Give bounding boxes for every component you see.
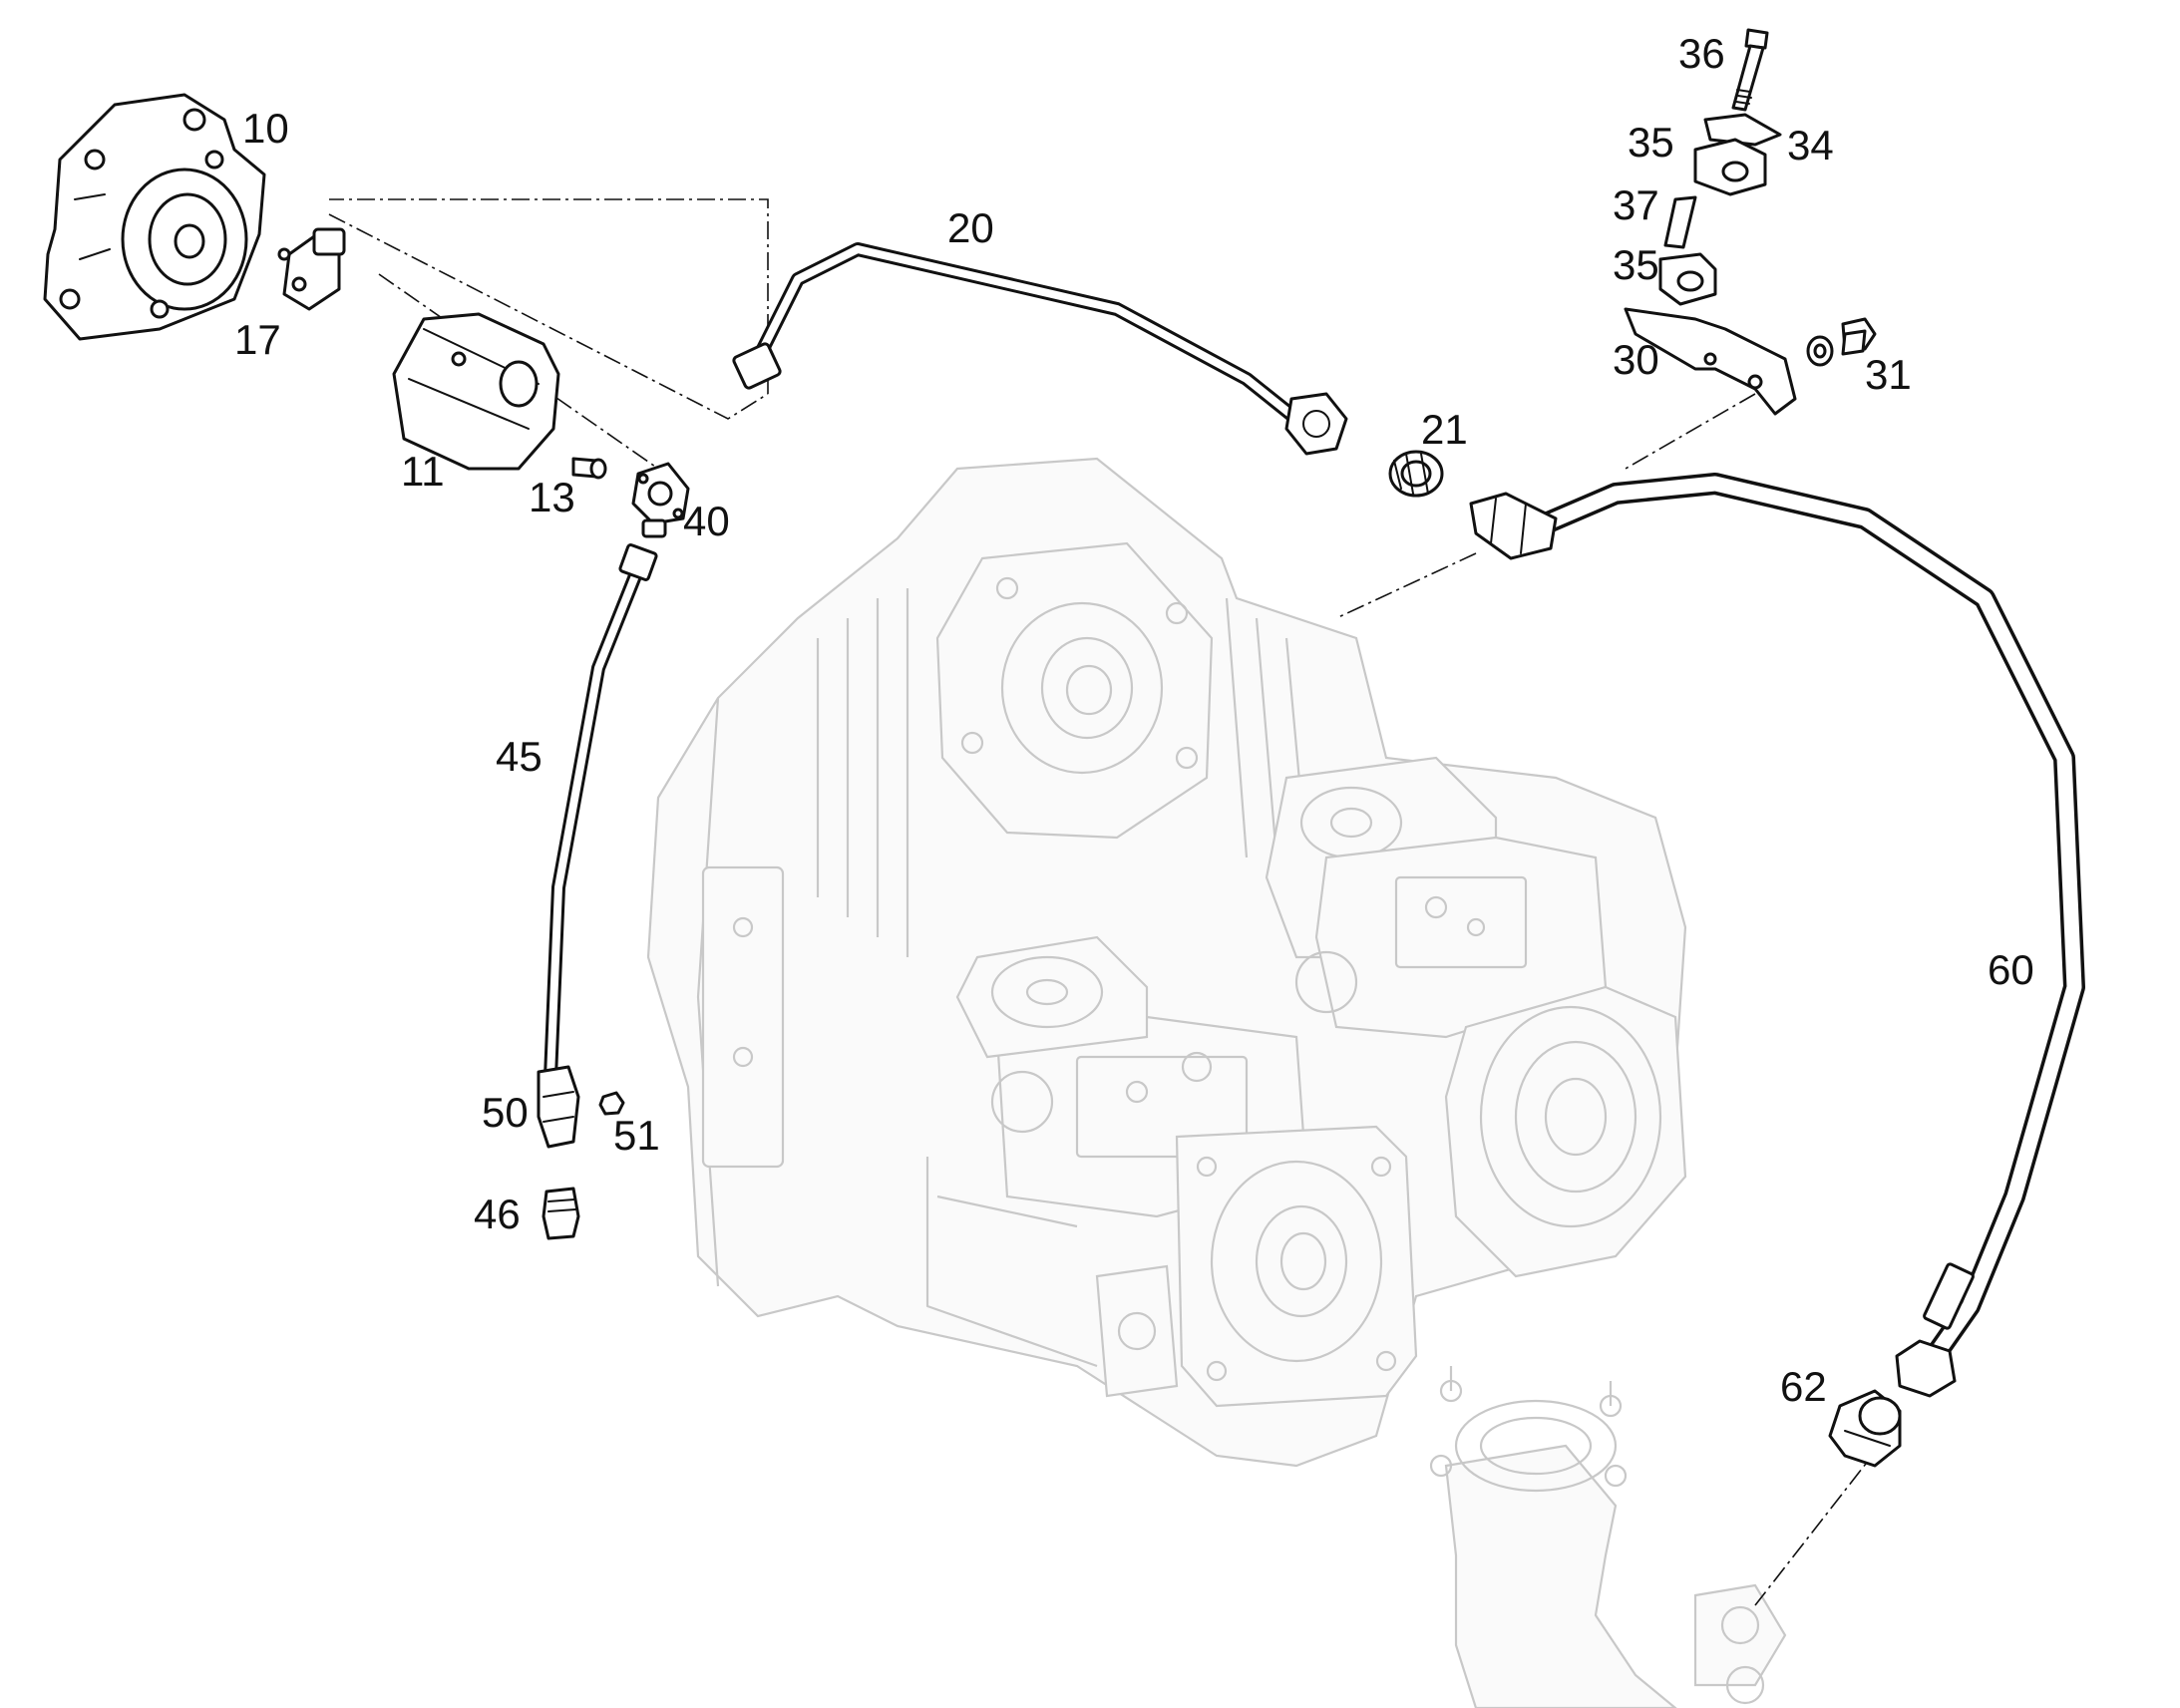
label-46: 46	[474, 1191, 521, 1237]
label-34: 34	[1787, 122, 1834, 169]
part-45-rigid-pipe	[544, 543, 658, 1084]
label-20: 20	[947, 204, 994, 251]
label-30: 30	[1613, 336, 1659, 383]
transmission-housing-ghost	[646, 457, 1787, 1708]
label-62: 62	[1780, 1363, 1827, 1410]
label-51: 51	[613, 1112, 660, 1159]
part-21-coupling	[1388, 450, 1444, 498]
part-17-valve-fitting	[277, 227, 346, 311]
label-45: 45	[496, 733, 543, 780]
part-40-flange-adapter	[631, 462, 690, 538]
part-60-hose	[1469, 473, 2085, 1398]
part-36-bolt	[1731, 28, 1769, 112]
label-40: 40	[683, 498, 730, 544]
part-11-gear-pump	[392, 312, 560, 471]
part-30-bracket	[1624, 307, 1797, 416]
label-50: 50	[482, 1089, 529, 1136]
label-36: 36	[1678, 30, 1725, 77]
part-37-spacer	[1663, 195, 1697, 249]
label-10: 10	[242, 105, 289, 152]
label-35-upper: 35	[1628, 119, 1674, 166]
part-51-nut	[598, 1091, 625, 1116]
part-20-rigid-tube	[732, 242, 1348, 456]
label-13: 13	[529, 474, 575, 520]
part-35-clamp-upper	[1693, 138, 1767, 196]
label-37: 37	[1613, 181, 1659, 228]
label-31: 31	[1865, 351, 1912, 398]
part-13-screw	[571, 457, 607, 480]
part-35-clamp-lower	[1658, 252, 1717, 306]
label-17: 17	[234, 316, 281, 363]
part-number-labels: 10 17 11 13 40 45 50 51 46 20 21 36 34 3…	[234, 30, 2034, 1410]
part-31-bolt-washer	[1806, 317, 1877, 367]
part-34-washer	[1703, 113, 1782, 147]
part-50-elbow-fitting	[537, 1065, 580, 1149]
label-60: 60	[1988, 946, 2034, 993]
label-11: 11	[401, 448, 445, 495]
label-35-lower: 35	[1613, 241, 1659, 288]
label-21: 21	[1421, 406, 1468, 453]
part-10-pump-cover	[43, 93, 266, 341]
part-62-elbow-adapter	[1828, 1389, 1902, 1468]
part-46-union-fitting	[542, 1187, 580, 1240]
